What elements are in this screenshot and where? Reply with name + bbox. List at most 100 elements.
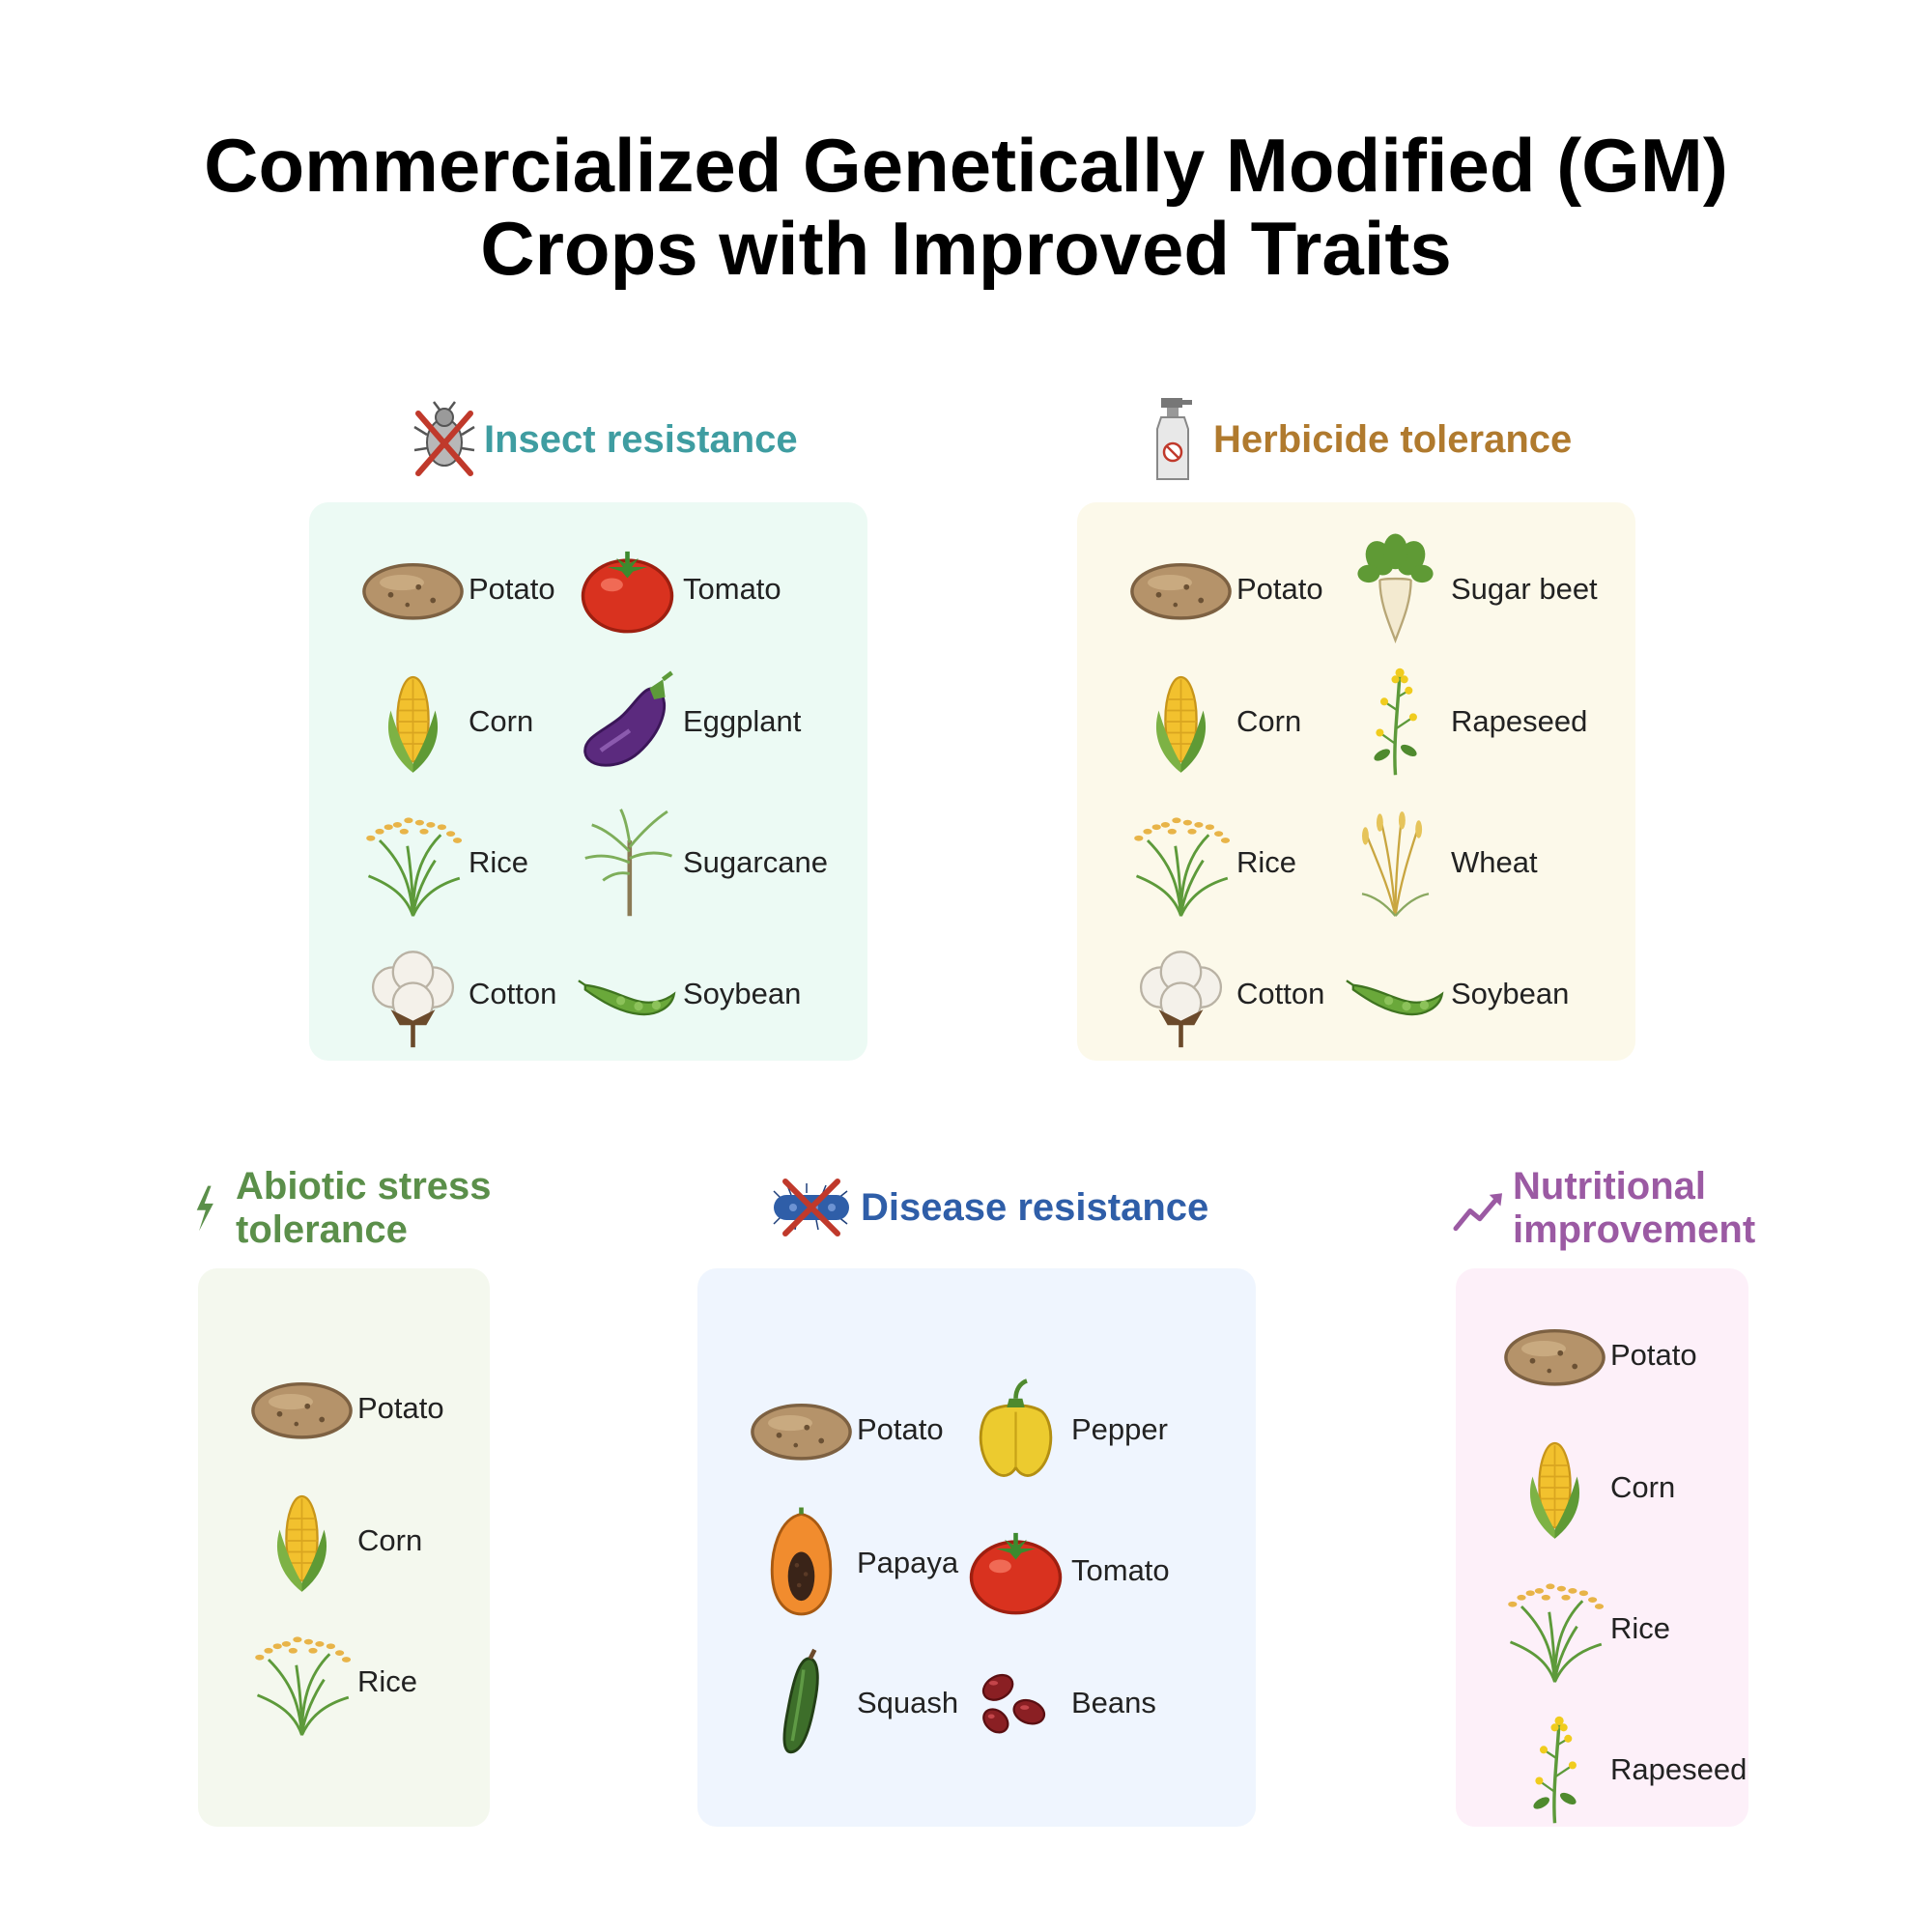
crop-label: Potato [1236,572,1323,606]
crop-label: Corn [469,704,534,738]
list-item: Rice [1499,1571,1670,1687]
list-item: Rapeseed [1499,1712,1747,1828]
disease-resistance-title: Disease resistance [861,1185,1209,1229]
list-item: Wheat [1340,805,1538,921]
list-item: Cotton [1125,936,1324,1052]
papaya-icon [746,1505,857,1621]
abiotic-title-line-2: tolerance [236,1208,408,1251]
list-item: Beans [960,1645,1156,1761]
crop-label: Sugar beet [1451,572,1598,606]
list-item: Potato [746,1372,944,1488]
crop-label: Beans [1071,1686,1156,1719]
crossed-bug-icon [413,401,475,476]
rapeseed-icon [1340,664,1451,780]
potato-icon [357,531,469,647]
nutrition-title-line-1: Nutritional [1513,1165,1706,1208]
list-item: Soybean [1340,936,1569,1052]
crop-label: Rice [1610,1611,1671,1645]
lightning-icon [196,1185,213,1232]
abiotic-stress-panel: Potato Corn Rice [198,1268,490,1827]
insect-resistance-panel: Potato Tomato Corn Eggplant Rice Sugarca… [309,502,867,1061]
list-item: Eggplant [572,664,801,780]
list-item: Sugarcane [572,805,828,921]
crop-label: Rapeseed [1610,1752,1747,1786]
potato-icon [1499,1297,1610,1413]
page-title: Commercialized Genetically Modified (GM)… [0,124,1932,290]
list-item: Rice [357,805,528,921]
crop-label: Rice [469,845,529,879]
list-item: Tomato [572,531,781,647]
crop-label: Potato [469,572,555,606]
insect-resistance-title: Insect resistance [484,417,798,461]
nutrition-title-line-2: improvement [1513,1208,1756,1251]
beans-icon [960,1645,1071,1761]
list-item: Pepper [960,1372,1168,1488]
spray-bottle-icon [1156,398,1192,480]
disease-resistance-panel: Potato Pepper Papaya Tomato Squash Beans [697,1268,1256,1827]
potato-icon [1125,531,1236,647]
list-item: Papaya [746,1505,958,1621]
list-item: Rice [1125,805,1296,921]
pepper-icon [960,1372,1071,1488]
eggplant-icon [572,664,683,780]
crop-label: Sugarcane [683,845,828,879]
list-item: Potato [246,1350,444,1466]
list-item: Corn [357,664,533,780]
crop-label: Soybean [683,977,802,1010]
list-item: Sugar beet [1340,531,1598,647]
crop-label: Squash [857,1686,959,1719]
title-line-2: Crops with Improved Traits [480,206,1452,291]
list-item: Corn [1125,664,1301,780]
crop-label: Cotton [1236,977,1325,1010]
herbicide-tolerance-heading: Herbicide tolerance [1140,396,1572,483]
abiotic-stress-heading: Abiotic stress tolerance [191,1165,492,1252]
trend-up-icon [1453,1193,1503,1232]
crop-label: Tomato [1071,1553,1170,1587]
potato-icon [746,1372,857,1488]
crop-label: Potato [357,1391,444,1425]
squash-icon [746,1645,857,1761]
rice-icon [246,1624,357,1740]
crop-label: Corn [1236,704,1302,738]
crop-label: Wheat [1451,845,1538,879]
list-item: Rice [246,1624,417,1740]
corn-icon [246,1483,357,1599]
list-item: Rapeseed [1340,664,1587,780]
list-item: Potato [357,531,555,647]
cotton-icon [357,936,469,1052]
nutritional-improvement-panel: Potato Corn Rice Rapeseed [1456,1268,1748,1827]
tomato-icon [572,531,683,647]
crop-label: Cotton [469,977,557,1010]
crop-label: Tomato [683,572,781,606]
corn-icon [1125,664,1236,780]
crop-label: Corn [1610,1470,1676,1504]
list-item: Potato [1499,1297,1697,1413]
crop-label: Eggplant [683,704,802,738]
wheat-icon [1340,805,1451,921]
crop-label: Rice [1236,845,1297,879]
crop-label: Rapeseed [1451,704,1588,738]
list-item: Soybean [572,936,801,1052]
nutritional-improvement-title: Nutritional improvement [1513,1165,1755,1252]
list-item: Tomato [960,1513,1170,1629]
insect-resistance-heading: Insect resistance [411,396,798,483]
sugarcane-icon [572,805,683,921]
rice-icon [1125,805,1236,921]
crop-label: Pepper [1071,1412,1168,1446]
soybean-icon [1340,936,1451,1052]
herbicide-tolerance-title: Herbicide tolerance [1213,417,1573,461]
herbicide-tolerance-panel: Potato Sugar beet Corn Rapeseed Rice Whe… [1077,502,1635,1061]
corn-icon [1499,1430,1610,1546]
list-item: Potato [1125,531,1323,647]
tomato-icon [960,1513,1071,1629]
abiotic-title-line-1: Abiotic stress [236,1165,492,1208]
crop-label: Potato [1610,1338,1697,1372]
list-item: Corn [246,1483,422,1599]
rice-icon [1499,1571,1610,1687]
crossed-bacterium-icon [773,1179,849,1236]
crop-label: Potato [857,1412,944,1446]
abiotic-stress-title: Abiotic stress tolerance [236,1165,492,1252]
crop-label: Rice [357,1664,418,1698]
soybean-icon [572,936,683,1052]
rapeseed-icon [1499,1712,1610,1828]
